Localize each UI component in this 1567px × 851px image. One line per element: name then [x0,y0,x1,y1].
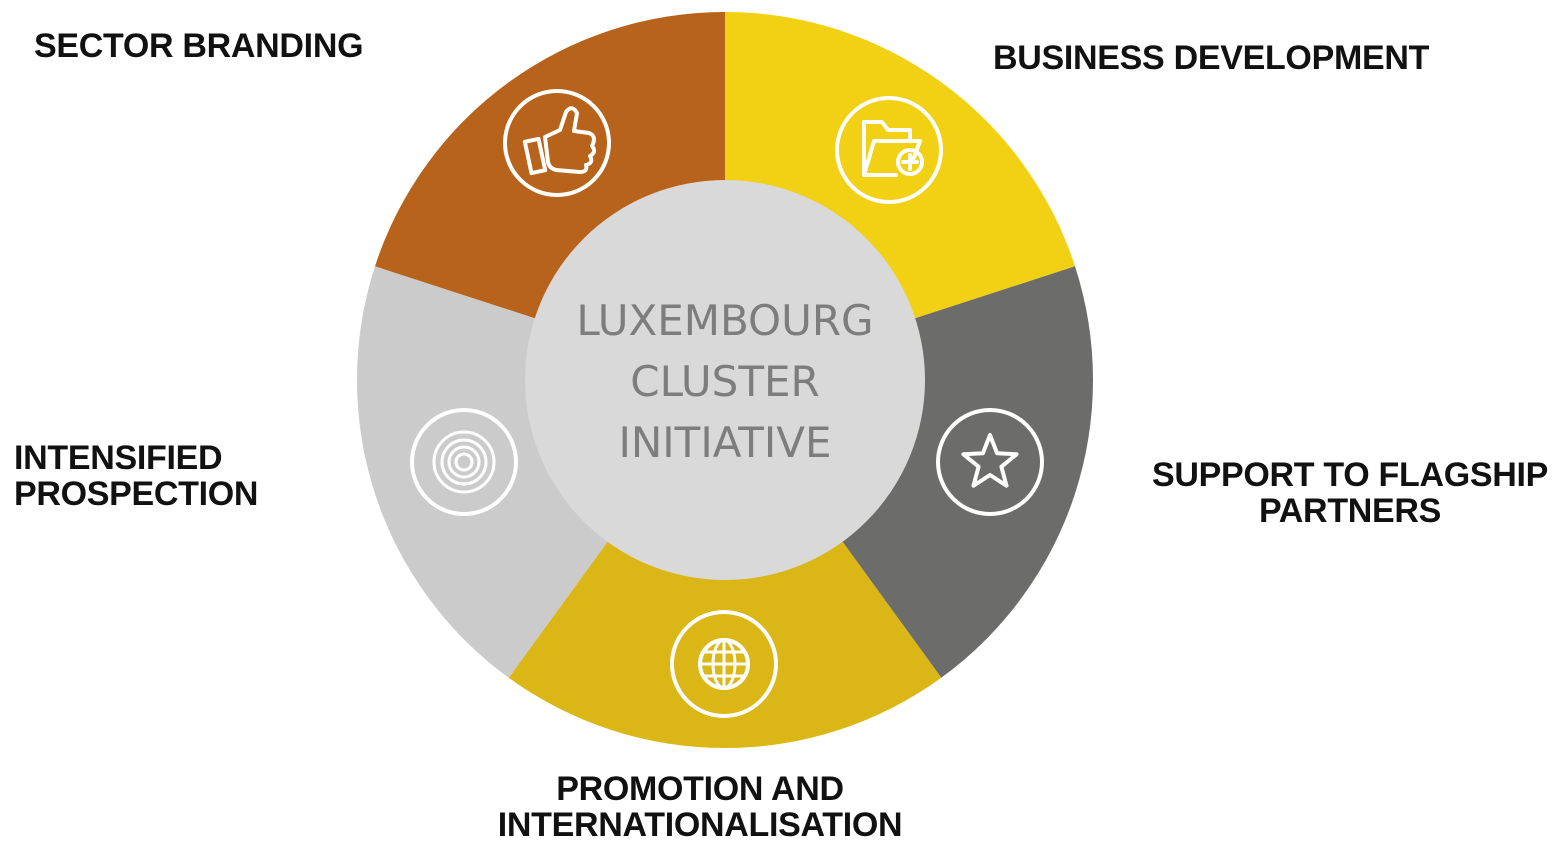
label-line: SECTOR BRANDING [34,27,364,65]
label-line: INTENSIFIED [14,439,223,477]
star-icon [936,408,1044,516]
label-line: PARTNERS [1258,492,1442,530]
label-intensified-prospection: INTENSIFIED PROSPECTION [14,440,258,512]
label-line: PROSPECTION [14,475,259,513]
label-business-development: BUSINESS DEVELOPMENT [993,40,1429,76]
center-title: LUXEMBOURG CLUSTER INITIATIVE [560,290,890,473]
label-sector-branding: SECTOR BRANDING [34,27,364,65]
label-line: SUPPORT TO FLAGSHIP [1151,456,1549,494]
center-circle [525,180,925,580]
label-line: INTERNATIONALISATION [497,806,903,844]
label-promotion: PROMOTION AND INTERNATIONALISATION [440,771,960,843]
label-support-flagship: SUPPORT TO FLAGSHIP PARTNERS [1142,457,1558,529]
target-icon [410,408,518,516]
center-title-line: INITIATIVE [618,418,832,467]
label-line: PROMOTION AND [556,770,844,808]
center-title-line: LUXEMBOURG [576,296,874,345]
label-line: BUSINESS DEVELOPMENT [993,39,1430,77]
globe-icon [670,610,778,718]
thumbs-up-icon [503,89,611,197]
folder-add-icon [835,96,943,204]
center-title-line: CLUSTER [630,357,820,406]
